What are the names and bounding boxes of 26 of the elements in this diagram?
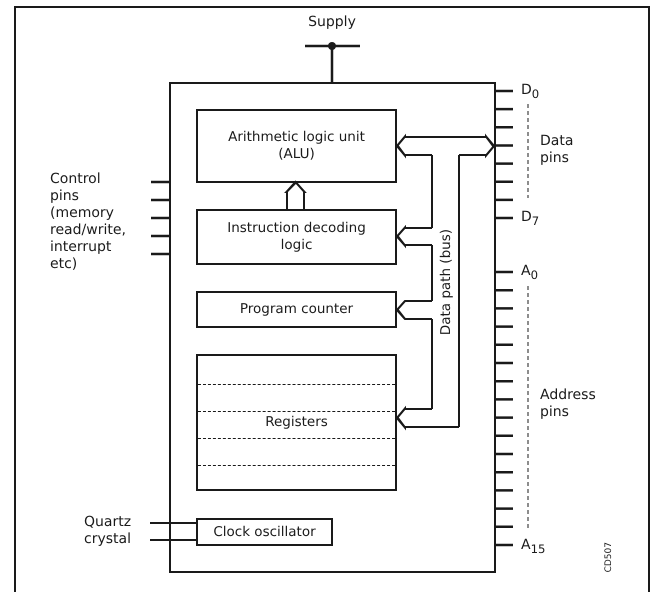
text-label: A$_{15}$: [521, 537, 546, 558]
box-label: Instruction decoding logic: [226, 220, 367, 254]
block-arrow: [396, 300, 433, 320]
data-bus: [432, 136, 460, 428]
process-box: [196, 109, 397, 183]
text-label: Address pins: [540, 387, 597, 421]
figure-code: CD507: [604, 542, 615, 572]
box-label: Clock oscillator: [213, 524, 316, 540]
text-label: D$_{0}$: [521, 82, 540, 103]
process-box: [196, 291, 397, 328]
text-label: Supply: [307, 14, 357, 31]
box-label: Program counter: [240, 301, 354, 318]
text-label: Data pins: [540, 133, 574, 167]
text-label: A$_{0}$: [521, 263, 539, 284]
bus-label: Data path (bus): [438, 229, 454, 336]
chip-outline: [169, 82, 496, 573]
register-stack: [196, 354, 397, 491]
text-label: D$_{7}$: [521, 209, 540, 230]
wire: [150, 539, 196, 541]
process-box: [196, 518, 333, 546]
box-label: Arithmetic logic unit (ALU): [227, 129, 366, 163]
wire: [150, 522, 196, 524]
box-label: Quartz crystal: [84, 514, 132, 548]
text-label: Control pins (memory read/write, interrupt etc): [50, 171, 127, 273]
process-box: [196, 209, 397, 265]
box-label: Registers: [265, 414, 328, 431]
